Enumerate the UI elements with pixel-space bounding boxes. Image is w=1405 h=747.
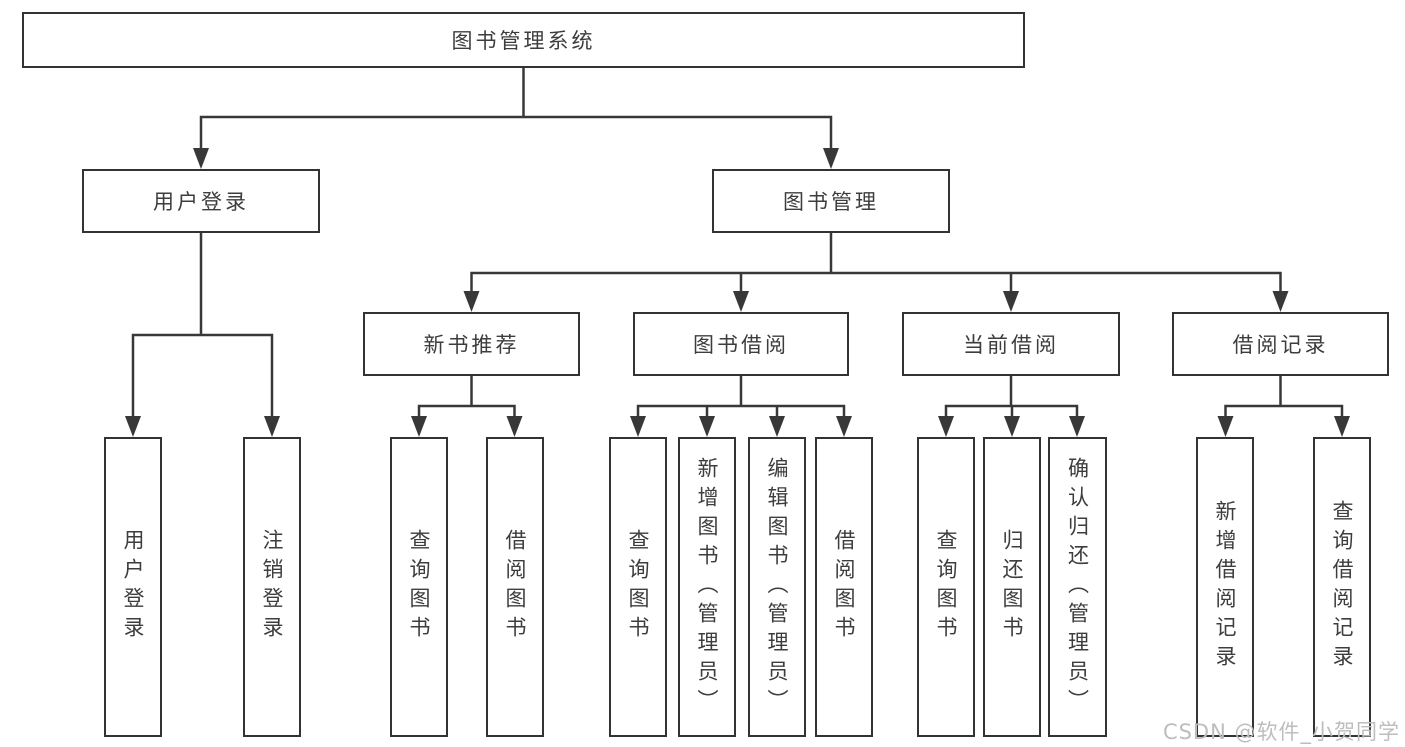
leaf-logout: 注销登录 <box>243 437 301 737</box>
arrow-down-icon <box>463 291 480 312</box>
arrow-down-icon <box>1069 416 1085 437</box>
connector-book-mgmt-split <box>463 231 1289 312</box>
csdn-watermark: CSDN @软件_小贺同学 <box>1162 720 1400 744</box>
leaf-query-books-borrow: 查询图书 <box>609 437 667 737</box>
arrow-down-icon <box>1272 291 1289 312</box>
node-root: 图书管理系统 <box>22 12 1025 68</box>
arrow-down-icon <box>769 416 785 437</box>
connector-current-borrow-split <box>938 374 1085 437</box>
node-current-borrow: 当前借阅 <box>902 312 1120 376</box>
arrow-down-icon <box>733 291 749 312</box>
leaf-return-book: 归还图书 <box>983 437 1041 737</box>
node-borrow-records: 借阅记录 <box>1172 312 1389 376</box>
arrow-down-icon <box>1217 416 1234 437</box>
leaf-user-login: 用户登录 <box>104 437 162 737</box>
node-new-book-recommend: 新书推荐 <box>363 312 580 376</box>
leaf-add-book-admin: 新增图书（管理员） <box>678 437 736 737</box>
arrow-down-icon <box>699 416 715 437</box>
leaf-borrow-books: 借阅图书 <box>815 437 873 737</box>
arrow-down-icon <box>823 148 839 169</box>
connector-book-borrow-split <box>630 374 852 437</box>
arrow-down-icon <box>506 416 523 437</box>
arrow-down-icon <box>836 416 852 437</box>
arrow-down-icon <box>125 416 141 437</box>
leaf-edit-book-admin: 编辑图书（管理员） <box>748 437 806 737</box>
arrow-down-icon <box>193 148 209 169</box>
connector-user-login-split <box>125 231 280 437</box>
leaf-confirm-return-admin: 确认归还（管理员） <box>1048 437 1107 737</box>
leaf-query-books-current: 查询图书 <box>917 437 975 737</box>
node-book-mgmt-branch: 图书管理 <box>712 169 950 233</box>
leaf-add-borrow-record: 新增借阅记录 <box>1196 437 1254 737</box>
connector-root-split <box>193 66 839 169</box>
leaf-query-books-recommend: 查询图书 <box>390 437 448 737</box>
node-user-login-branch: 用户登录 <box>82 169 320 233</box>
arrow-down-icon <box>411 416 427 437</box>
connector-borrow-records-split <box>1217 374 1350 437</box>
leaf-borrow-books-recommend: 借阅图书 <box>486 437 544 737</box>
leaf-query-borrow-record: 查询借阅记录 <box>1313 437 1371 737</box>
arrow-down-icon <box>630 416 646 437</box>
node-book-borrow: 图书借阅 <box>633 312 849 376</box>
arrow-down-icon <box>938 416 954 437</box>
arrow-down-icon <box>264 416 280 437</box>
connector-new-book-split <box>411 374 523 437</box>
arrow-down-icon <box>1004 416 1020 437</box>
arrow-down-icon <box>1003 291 1019 312</box>
arrow-down-icon <box>1334 416 1350 437</box>
